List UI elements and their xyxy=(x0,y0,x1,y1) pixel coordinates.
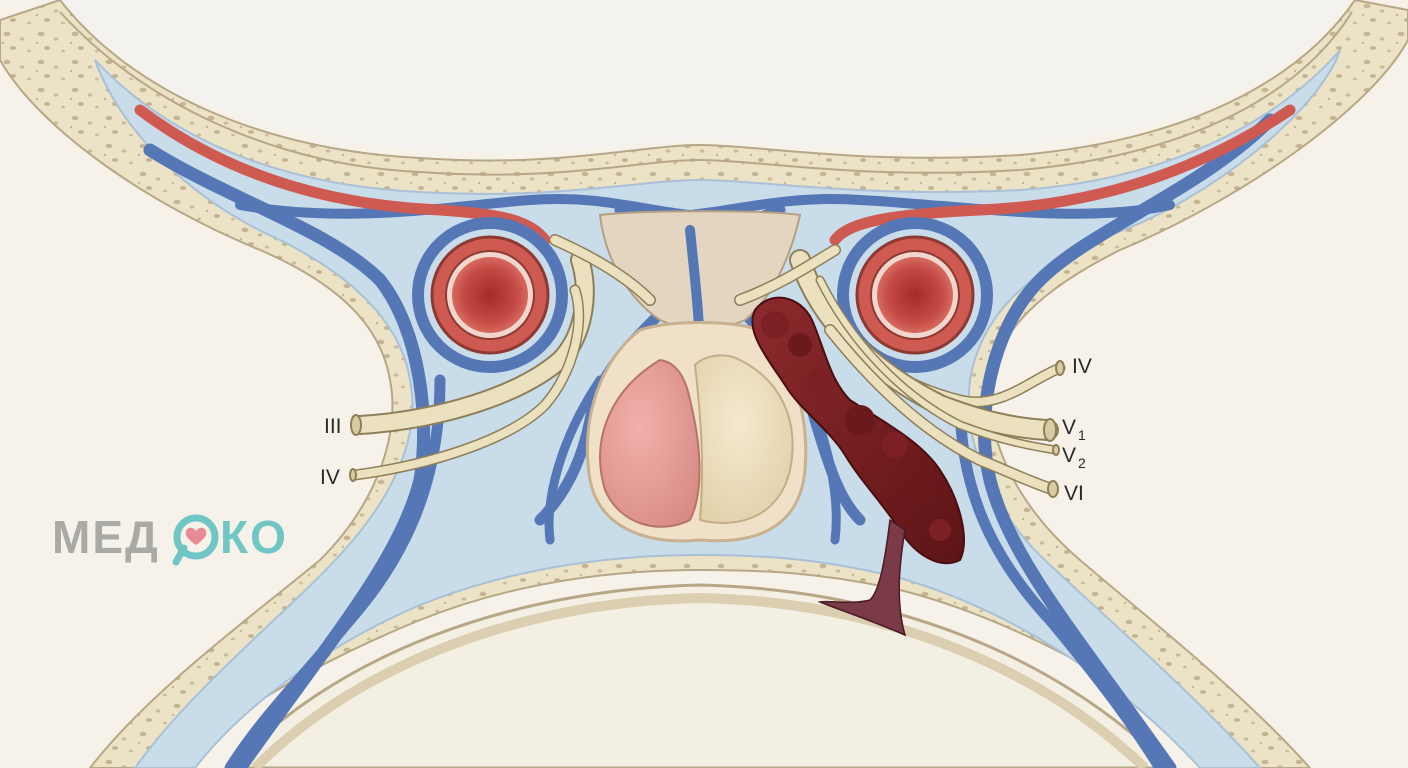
nerve-medial-right xyxy=(735,245,840,305)
upper-cavity xyxy=(40,0,1350,153)
nerve-end-III xyxy=(350,414,362,436)
nerve-end-IV-right xyxy=(1055,360,1065,376)
carotid-artery-left xyxy=(430,235,550,355)
thrombus-extension xyxy=(817,518,907,637)
vein-central-left-low xyxy=(544,375,605,545)
sphenoid-sinus xyxy=(227,583,1173,768)
sphenoid-sinus-rim xyxy=(251,592,1149,768)
logo-text-part2: КО xyxy=(220,511,288,563)
nerve-end-IV-left xyxy=(349,468,357,482)
label-V2: V 2 xyxy=(1062,444,1086,471)
svg-text:V: V xyxy=(1062,416,1076,439)
label-VI: VI xyxy=(1064,482,1084,505)
nerve-medial-left xyxy=(550,235,655,305)
nerve-end-V1 xyxy=(1043,418,1057,442)
label-IV-right: IV xyxy=(1072,355,1092,378)
vein-ring-left xyxy=(412,217,568,373)
artery-right-superior xyxy=(829,104,1296,246)
svg-text:2: 2 xyxy=(1078,455,1086,471)
nerve-III-left xyxy=(352,252,593,433)
label-III: III xyxy=(324,415,342,438)
carotid-artery-right xyxy=(855,235,975,355)
pituitary-gland xyxy=(586,321,808,543)
nerve-end-V2 xyxy=(1052,444,1060,456)
label-V1: V 1 xyxy=(1062,416,1086,443)
nerve-IV-left xyxy=(351,286,583,479)
nerve-VI xyxy=(825,325,1057,494)
logo-eye-icon xyxy=(172,514,219,566)
brand-logo: МЕД КО xyxy=(52,511,288,566)
nerve-V2 xyxy=(817,277,1058,453)
vein-left-inner xyxy=(224,374,446,768)
nerve-V1 xyxy=(791,251,1057,439)
svg-text:V: V xyxy=(1062,444,1076,467)
vein-ring-right xyxy=(837,217,993,373)
artery-left-superior xyxy=(134,104,551,246)
nerve-end-VI xyxy=(1047,480,1059,498)
logo-text-part1: МЕД xyxy=(52,511,160,563)
thrombus xyxy=(751,296,965,637)
bone-cortex-top xyxy=(59,11,1353,176)
vein-right-inner xyxy=(954,394,1166,768)
label-IV-left: IV xyxy=(320,466,340,489)
svg-text:1: 1 xyxy=(1078,427,1086,443)
